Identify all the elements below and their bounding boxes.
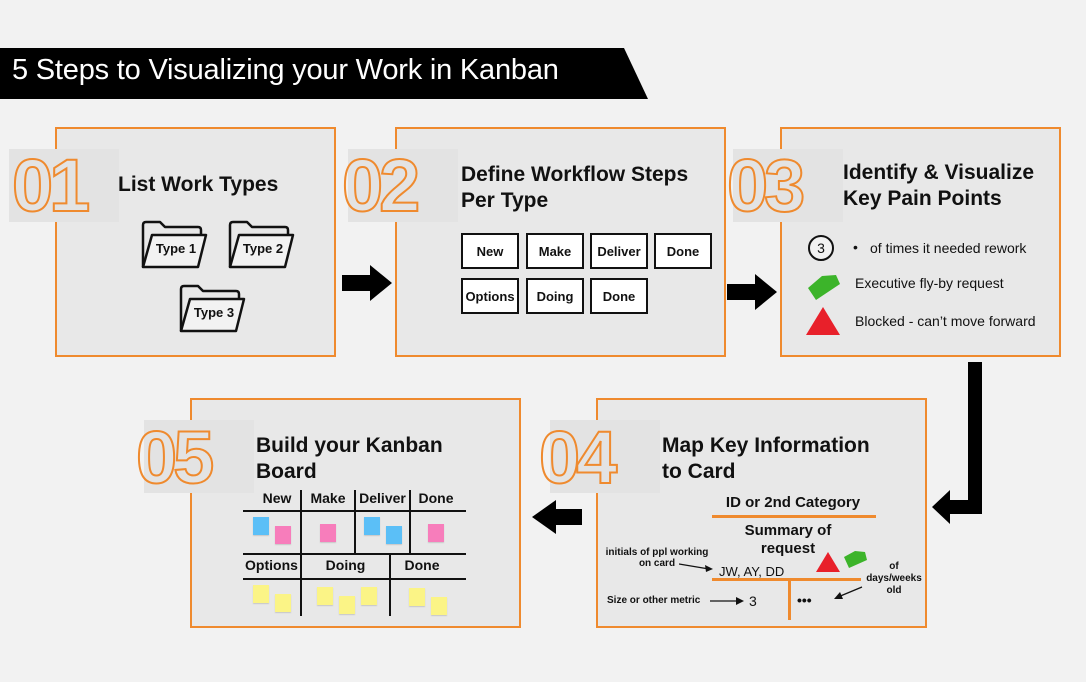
sticky-note-yellow [317,587,333,605]
page-title: 5 Steps to Visualizing your Work in Kanb… [12,54,559,86]
step-4-title-line2: to Card [662,460,736,483]
sticky-note-yellow [361,587,377,605]
arrow-left-icon [532,500,582,534]
card-age-value: ••• [797,592,812,608]
rework-bullet: • [853,239,858,255]
step-3-title-line2: Key Pain Points [843,187,1002,210]
annotation-age-line2: days/weeks [866,573,922,584]
sticky-note-yellow [431,597,447,615]
flyby-tag-icon [844,551,867,568]
card-summary-line1: Summary of [744,522,832,539]
step-5-title-line1: Build your Kanban [256,434,443,457]
step-1-number-bg [9,149,119,222]
sticky-note-blue [386,526,402,544]
blocked-triangle-icon [806,307,840,335]
card-summary-line2: request [760,540,816,557]
annotation-arrow-icon [834,586,863,599]
folder-label: Type 3 [193,305,235,320]
board-col-line [300,554,302,616]
annotation-initials-line1: initials of ppl working [605,547,709,558]
step-3-number-bg [733,149,843,222]
board-col-line [300,490,302,554]
folder-type-3: Type 3 [178,283,248,335]
sticky-note-blue [253,517,269,535]
board-column-options: Options [245,557,298,573]
board-row2-header-line [243,578,466,580]
card-header-divider [712,515,876,518]
arrow-right-icon [727,274,777,310]
workflow-step-options: Options [461,278,519,314]
step-5-number-bg [144,420,254,493]
folder-type-1: Type 1 [140,219,210,271]
board-col-line [354,490,356,554]
banner-background [0,48,648,99]
step-2-title-line1: Define Workflow Steps [461,163,689,186]
board-col-line [389,554,391,616]
annotation-age-line1: of [889,561,899,572]
workflow-step-deliver: Deliver [590,233,648,269]
sticky-note-yellow [275,594,291,612]
step-1-number: 01 [11,144,91,227]
sticky-note-pink [320,524,336,542]
workflow-step-doing: Doing [526,278,584,314]
flyby-tag-icon [808,275,840,300]
board-column-doing: Doing [325,557,366,573]
step-4-number-bg [550,420,660,493]
arrow-right-icon [342,265,392,301]
card-initials: JW, AY, DD [719,564,785,579]
sticky-note-pink [275,526,291,544]
step-4-title-line1: Map Key Information [662,434,870,457]
step-3-number: 03 [726,144,806,227]
step-1-title: List Work Types [118,173,279,196]
board-column-new: New [262,490,292,506]
rework-label: of times it needed rework [870,240,1027,256]
card-body-divider [712,578,861,581]
board-column-done-2: Done [404,557,440,573]
bent-arrow-down-left-icon [932,362,982,524]
sticky-note-pink [428,524,444,542]
workflow-step-done-2: Done [590,278,648,314]
board-column-deliver: Deliver [359,490,406,506]
workflow-step-new: New [461,233,519,269]
rework-count-value: 3 [817,240,825,256]
board-column-done: Done [418,490,454,506]
board-col-line [409,490,411,554]
sticky-note-yellow [253,585,269,603]
step-2-title-line2: Per Type [461,189,549,212]
annotation-initials-line2: on card [638,558,676,569]
folder-icon [179,284,246,333]
title-banner: 5 Steps to Visualizing your Work in Kanb… [0,48,648,99]
annotation-arrow-icon [710,597,744,605]
card-size-value: 3 [749,593,757,609]
folder-icon [228,220,295,269]
step-3-title-line1: Identify & Visualize [843,161,1034,184]
folder-label: Type 2 [242,241,284,256]
sticky-note-yellow [339,596,355,614]
folder-label: Type 1 [155,241,197,256]
card-header-label: ID or 2nd Category [725,494,861,511]
annotation-size: Size or other metric [607,595,701,606]
step-4-number: 04 [538,416,618,499]
workflow-step-make: Make [526,233,584,269]
board-row-separator [243,553,466,555]
blocked-triangle-icon [816,552,840,572]
rework-count-circle-icon: 3 [808,235,834,261]
step-5-number: 05 [135,416,215,499]
sticky-note-blue [364,517,380,535]
annotation-arrow-icon [679,563,713,572]
flyby-label: Executive fly-by request [855,275,1004,291]
annotation-age-line3: old [886,585,902,596]
sticky-note-yellow [409,588,425,606]
step-2-number: 02 [341,144,421,227]
blocked-label: Blocked - can’t move forward [855,313,1036,329]
workflow-step-done: Done [654,233,712,269]
card-footer-divider [788,578,791,620]
folder-type-2: Type 2 [227,219,297,271]
step-2-number-bg [348,149,458,222]
folder-icon [141,220,208,269]
step-5-title-line2: Board [256,460,317,483]
board-column-make: Make [310,490,346,506]
